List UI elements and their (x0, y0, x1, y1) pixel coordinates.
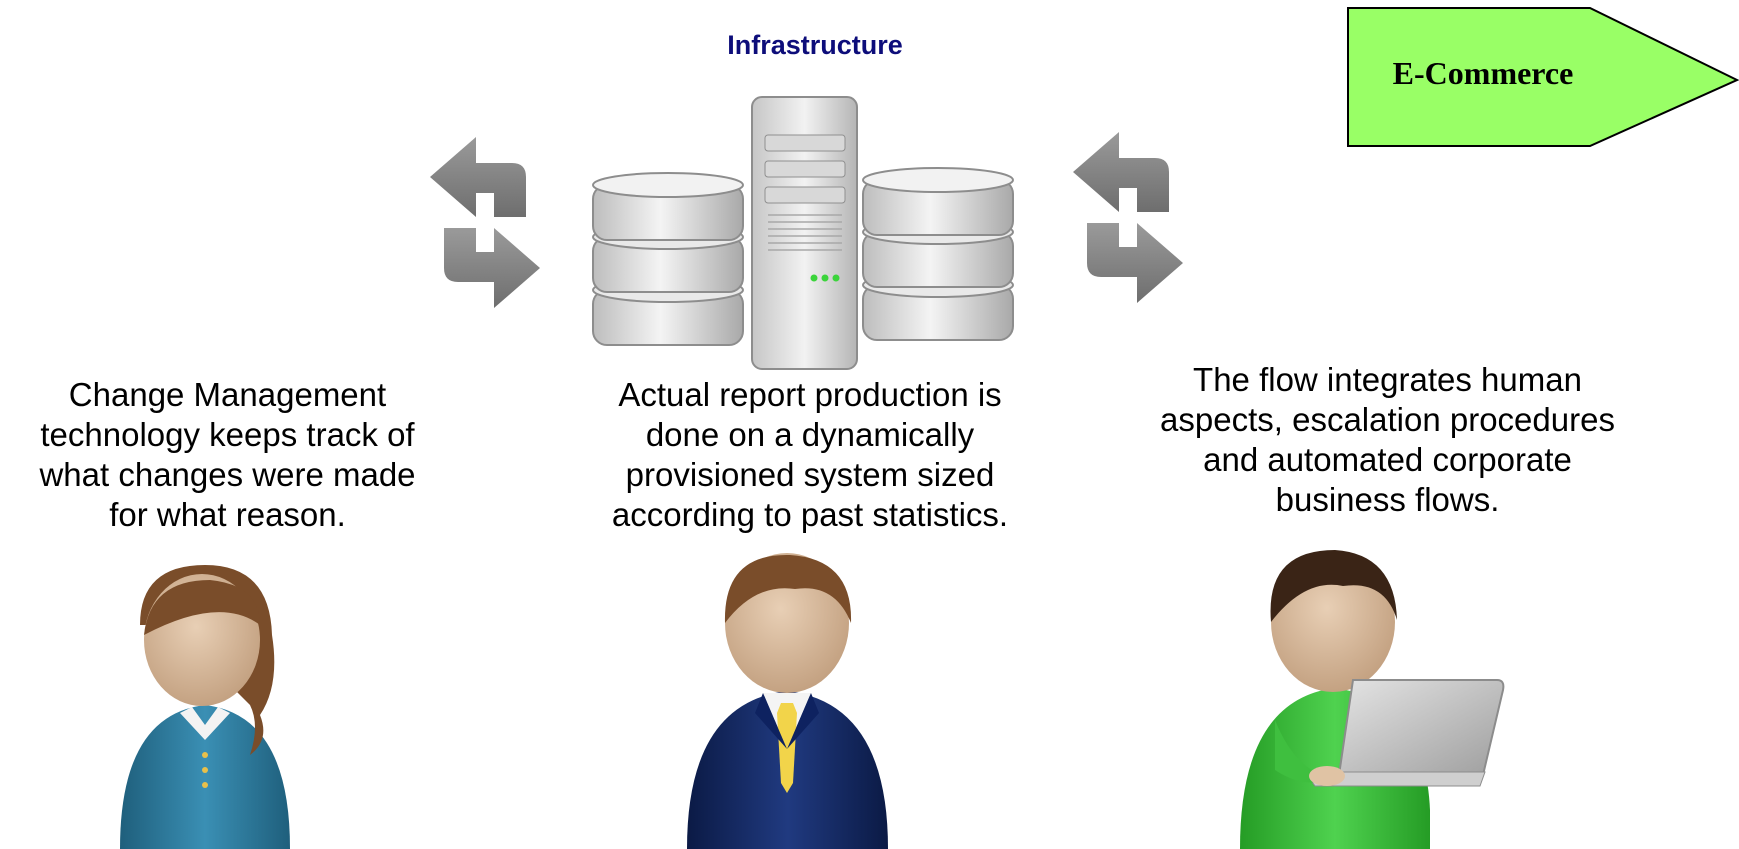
caption-change-management: Change Management technology keeps track… (0, 375, 455, 535)
caption-line: technology keeps track of (40, 416, 415, 453)
caption-line: The flow integrates human (1193, 361, 1582, 398)
caption-flow-integration: The flow integrates human aspects, escal… (1110, 360, 1665, 520)
disk-stack-left (592, 172, 744, 346)
caption-line: Actual report production is (618, 376, 1002, 413)
woman-user-icon (120, 565, 290, 849)
businessman-user-icon (687, 553, 888, 849)
laptop-user-icon (1240, 550, 1505, 849)
server-tower (751, 96, 858, 370)
caption-line: for what reason. (109, 496, 346, 533)
caption-line: aspects, escalation procedures (1160, 401, 1615, 438)
infrastructure-title: Infrastructure (727, 30, 903, 60)
refresh-arrows-icon-left (430, 137, 540, 308)
caption-report-production: Actual report production is done on a dy… (575, 375, 1045, 535)
caption-line: done on a dynamically (645, 416, 975, 453)
caption-line: Change Management (68, 376, 387, 413)
server-database-icon (592, 96, 1014, 370)
disk-stack-right (862, 167, 1014, 341)
caption-line: provisioned system sized (625, 456, 995, 493)
ecommerce-label[interactable]: E-Commerce (1392, 55, 1574, 91)
caption-line: according to past statistics. (611, 496, 1009, 533)
refresh-arrows-icon-right (1073, 132, 1183, 303)
caption-line: business flows. (1275, 481, 1500, 518)
caption-line: what changes were made (39, 456, 416, 493)
caption-line: and automated corporate (1203, 441, 1572, 478)
